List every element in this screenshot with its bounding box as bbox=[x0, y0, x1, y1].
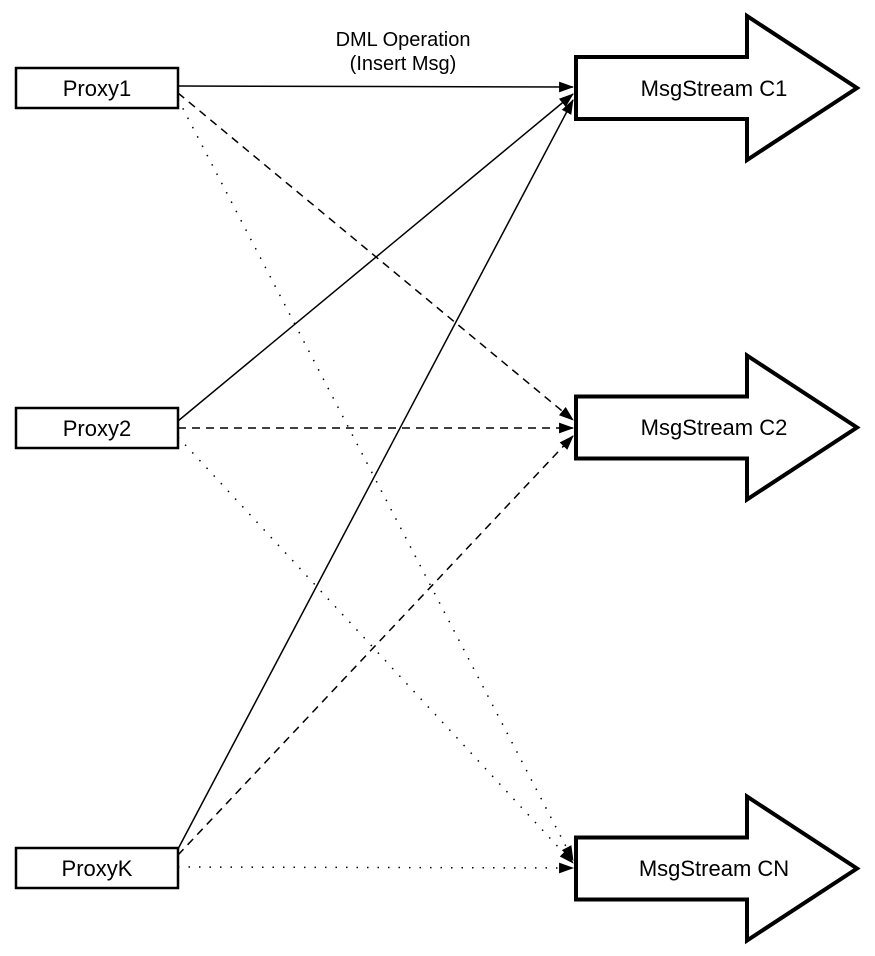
msgstream-c1-arrow-shape bbox=[574, 12, 861, 164]
proxy1-label: Proxy1 bbox=[63, 76, 131, 101]
proxy2-label: Proxy2 bbox=[63, 416, 131, 441]
proxy1-box bbox=[14, 66, 180, 110]
msgstream-c1-label: MsgStream C1 bbox=[641, 76, 788, 101]
edge-proxy2-to-c1-solid bbox=[177, 93, 574, 422]
msgstream-c2-arrow-shape bbox=[574, 351, 861, 504]
node-msgstream-c1: MsgStream C1 bbox=[574, 12, 861, 164]
proxyk-box bbox=[14, 846, 180, 890]
node-proxy2: Proxy2 bbox=[14, 406, 180, 450]
edge-annotation-line1: DML Operation bbox=[336, 29, 471, 51]
edge-annotation-line2: (Insert Msg) bbox=[350, 53, 457, 75]
edge-proxyk-to-c1-solid bbox=[177, 99, 574, 850]
edge-proxyk-to-cn-dotted bbox=[177, 862, 575, 874]
edge-proxyk-to-c2-dashed bbox=[177, 435, 574, 856]
msgstream-cn-label: MsgStream CN bbox=[639, 856, 789, 881]
msgstream-c2-label: MsgStream C2 bbox=[641, 415, 788, 440]
node-proxy1: Proxy1 bbox=[14, 66, 180, 110]
msgstream-cn-arrow-shape bbox=[574, 792, 861, 945]
node-proxyk: ProxyK bbox=[14, 846, 180, 890]
node-msgstream-cn: MsgStream CN bbox=[574, 792, 861, 945]
proxyk-label: ProxyK bbox=[62, 856, 133, 881]
edge-proxy2-to-cn-dotted bbox=[177, 436, 574, 864]
edge-proxy1-to-cn-dotted bbox=[177, 98, 574, 861]
edge-proxy1-to-c1-solid bbox=[177, 81, 575, 93]
proxy2-box bbox=[14, 406, 180, 450]
edge-proxy1-to-c2-dashed bbox=[177, 92, 574, 421]
node-msgstream-c2: MsgStream C2 bbox=[574, 351, 861, 504]
